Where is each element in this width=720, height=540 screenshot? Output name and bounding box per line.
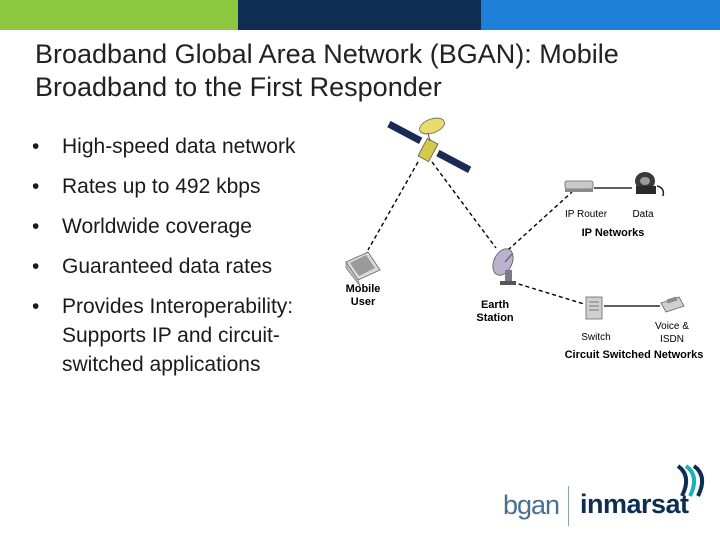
bullet-text: Guaranteed data rates [62, 255, 273, 278]
bullet-text: Worldwide coverage [62, 215, 252, 238]
bullet-text: Rates up to 492 kbps [62, 175, 261, 198]
voice-isdn-label-line-2: ISDN [660, 334, 684, 345]
bullet-glyph: • [32, 295, 40, 318]
top-bar-navy [238, 0, 481, 30]
switch-icon [585, 296, 603, 320]
circuit-switched-networks-label: Circuit Switched Networks [564, 349, 704, 361]
link-earth-station-to-switch [511, 281, 585, 305]
bullet-item: • Guaranteed data rates [32, 252, 352, 281]
link-satellite-to-earth-station [431, 161, 497, 249]
bullet-text-cont: Supports IP and circuit- [62, 324, 280, 347]
voice-isdn-label-line-1: Voice & [655, 321, 689, 332]
switch-label: Switch [581, 332, 611, 343]
slide-title-line-1: Broadband Global Area Network (BGAN): Mo… [35, 39, 619, 69]
router-icon [564, 180, 594, 192]
satellite-dish-icon [492, 248, 516, 285]
mobile-user-label-line-1: Mobile [345, 283, 381, 295]
bullet-glyph: • [32, 215, 40, 238]
bullet-glyph: • [32, 135, 40, 158]
slide-title-line-2: Broadband to the First Responder [35, 72, 442, 102]
bullet-list: • High-speed data network • Rates up to 49… [32, 132, 352, 390]
slide-title: Broadband Global Area Network (BGAN): Mo… [35, 38, 675, 104]
bullet-glyph: • [32, 175, 40, 198]
brand-divider [568, 486, 569, 526]
ip-router-label: IP Router [564, 209, 608, 220]
satellite-icon [387, 117, 472, 173]
voice-isdn-label: Voice & ISDN [646, 320, 698, 346]
bullet-text: High-speed data network [62, 135, 296, 158]
bullet-text: Provides Interoperability: [62, 295, 294, 318]
top-color-bar [0, 0, 720, 30]
mobile-user-label: Mobile User [338, 283, 388, 309]
bullet-glyph: • [32, 255, 40, 278]
laptop-terminal-icon [345, 251, 381, 287]
bullet-item: • Provides Interoperability: Supports IP a… [32, 292, 352, 379]
data-label: Data [632, 209, 654, 220]
mobile-user-label-line-2: User [350, 296, 376, 308]
bgan-brand: bgan [503, 490, 560, 520]
inmarsat-logo-mark [676, 464, 705, 497]
phone-icon [635, 172, 665, 197]
inmarsat-brand: inmarsat [580, 489, 689, 519]
isdn-phone-icon [660, 296, 685, 313]
link-earth-station-to-router [507, 191, 573, 251]
earth-station-label-line-1: Earth [480, 299, 510, 311]
bullet-text-cont: switched applications [62, 353, 261, 376]
bullet-item: • Worldwide coverage [32, 212, 352, 241]
bullet-item: • Rates up to 492 kbps [32, 172, 352, 201]
top-bar-green [0, 0, 238, 30]
bullet-item: • High-speed data network [32, 132, 352, 161]
earth-station-label: Earth Station [470, 299, 520, 325]
earth-station-label-line-2: Station [476, 312, 514, 324]
link-satellite-to-mobile [367, 161, 419, 251]
top-bar-blue [481, 0, 720, 30]
ip-networks-label: IP Networks [581, 227, 645, 239]
